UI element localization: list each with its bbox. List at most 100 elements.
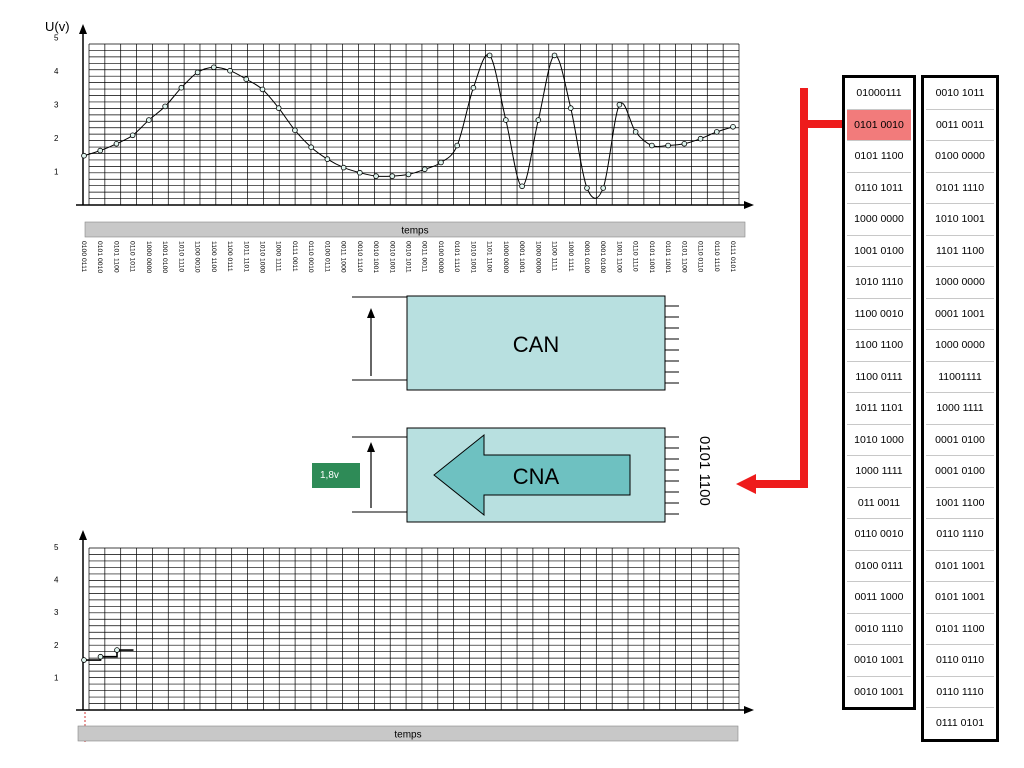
table-cell: 1100 1100 — [847, 330, 911, 362]
cna-direction-arrow-icon — [433, 433, 631, 517]
binary-code-label: 0101 1100 — [680, 241, 687, 273]
red-connector-arrowhead — [736, 474, 756, 494]
sample-point — [146, 117, 152, 123]
binary-code-label: 1000 0000 — [502, 241, 509, 273]
y-tick-label: 1 — [54, 673, 59, 682]
sample-point — [470, 84, 477, 91]
sample-point — [454, 142, 460, 149]
table-cell: 1010 1001 — [926, 204, 994, 236]
red-connector-branch — [808, 120, 845, 128]
binary-code-label: 1010 1001 — [469, 241, 476, 273]
sample-point — [211, 64, 217, 71]
sample-point — [162, 103, 168, 110]
bottom-time-label: temps — [394, 730, 421, 741]
sample-point — [649, 142, 655, 149]
top-time-bar — [84, 221, 746, 238]
red-connector-arrow — [736, 88, 845, 494]
table-cell: 0011 0011 — [926, 110, 994, 141]
bottom-y-axis-arrow — [79, 530, 87, 540]
table-cell: 0100 0000 — [926, 141, 994, 173]
table-cell: 1101 1100 — [926, 236, 994, 267]
binary-code-label: 0010 1001 — [372, 241, 379, 273]
sample-point — [519, 183, 525, 190]
top-y-axis-arrow — [79, 24, 87, 34]
y-tick-label: 2 — [54, 134, 59, 143]
binary-code-label: 0001 0100 — [599, 241, 606, 273]
y-tick-label: 5 — [54, 543, 59, 552]
can-output-pins — [665, 305, 679, 384]
sample-point — [357, 169, 363, 176]
y-tick-label: 4 — [54, 576, 59, 585]
table-cell: 0001 0100 — [926, 456, 994, 488]
binary-code-label: 1100 1100 — [210, 241, 217, 272]
sample-point — [81, 152, 87, 159]
table-cell: 0010 1011 — [926, 78, 994, 110]
binary-code-label: 1000 0000 — [534, 241, 541, 273]
table-cell: 1000 1111 — [847, 456, 911, 488]
sample-point — [438, 159, 444, 166]
table-cell: 1010 1000 — [847, 425, 911, 456]
table-cell: 0101 1110 — [926, 173, 994, 204]
table-cell: 0001 0100 — [926, 425, 994, 456]
sample-point — [421, 166, 428, 173]
cna-label: CNA — [513, 464, 560, 489]
table-cell: 1000 0000 — [926, 267, 994, 299]
can-block: CAN — [352, 295, 679, 391]
sample-point — [308, 144, 314, 151]
binary-code-label: 0110 0110 — [697, 241, 704, 272]
binary-code-label: 0110 1110 — [632, 241, 639, 272]
top-y-axis-label: U(v) — [45, 19, 70, 34]
binary-code-label: 1000 0000 — [145, 241, 152, 273]
binary-code-label: 0110 1011 — [129, 241, 136, 272]
table-cell: 1011 1101 — [847, 393, 911, 425]
table-cell: 1000 0000 — [847, 204, 911, 236]
sample-point — [405, 171, 412, 178]
table-cell: 1001 1100 — [926, 488, 994, 519]
can-box — [406, 295, 666, 391]
sample-point — [114, 647, 120, 653]
table-cell: 11001111 — [926, 362, 994, 393]
binary-code-label: 0110 1110 — [713, 241, 720, 272]
table-cell: 01000111 — [847, 78, 911, 110]
binary-code-label: 0101 0010 — [96, 241, 103, 273]
sample-point — [535, 117, 542, 123]
sample-point — [697, 135, 704, 142]
table-cell: 011 0011 — [847, 488, 911, 519]
binary-code-label: 0101 1110 — [453, 241, 460, 272]
top-x-axis-arrow — [744, 201, 754, 209]
table-cell: 1000 0000 — [926, 330, 994, 362]
binary-code-label: 0100 0000 — [437, 241, 444, 273]
binary-code-label: 1011 1101 — [242, 241, 249, 272]
table-cell: 1100 0111 — [847, 362, 911, 393]
table-cell: 1001 0100 — [847, 236, 911, 267]
sample-point — [665, 142, 671, 149]
y-tick-label: 3 — [54, 608, 59, 617]
bottom-sample-points — [81, 647, 120, 663]
binary-code-label: 0010 1001 — [388, 241, 395, 273]
sample-point — [259, 86, 266, 93]
binary-code-label: 1100 1111 — [551, 241, 558, 271]
can-label: CAN — [513, 332, 559, 357]
table-cell: 0101 1001 — [926, 551, 994, 582]
output-voltage-badge: 1,8v — [312, 463, 360, 488]
table-cell: 0001 1001 — [926, 299, 994, 330]
cna-input-pins — [665, 436, 679, 515]
table-cell: 0010 1110 — [847, 614, 911, 645]
sample-point — [243, 76, 250, 82]
top-sample-points — [81, 52, 736, 191]
binary-code-label: 0101 1001 — [648, 241, 655, 273]
sample-point — [389, 173, 396, 179]
y-tick-label: 4 — [54, 67, 59, 76]
table-cell-highlighted: 0101 0010 — [847, 109, 911, 141]
sample-point — [600, 185, 606, 191]
binary-code-label: 0100 0111 — [80, 241, 87, 272]
cna-input-code: 0101 1100 — [696, 436, 713, 506]
sample-point — [97, 653, 104, 660]
sample-point — [97, 147, 104, 154]
sample-point — [730, 124, 736, 130]
table-cell: 0010 1001 — [847, 645, 911, 677]
top-time-label: temps — [401, 226, 428, 237]
